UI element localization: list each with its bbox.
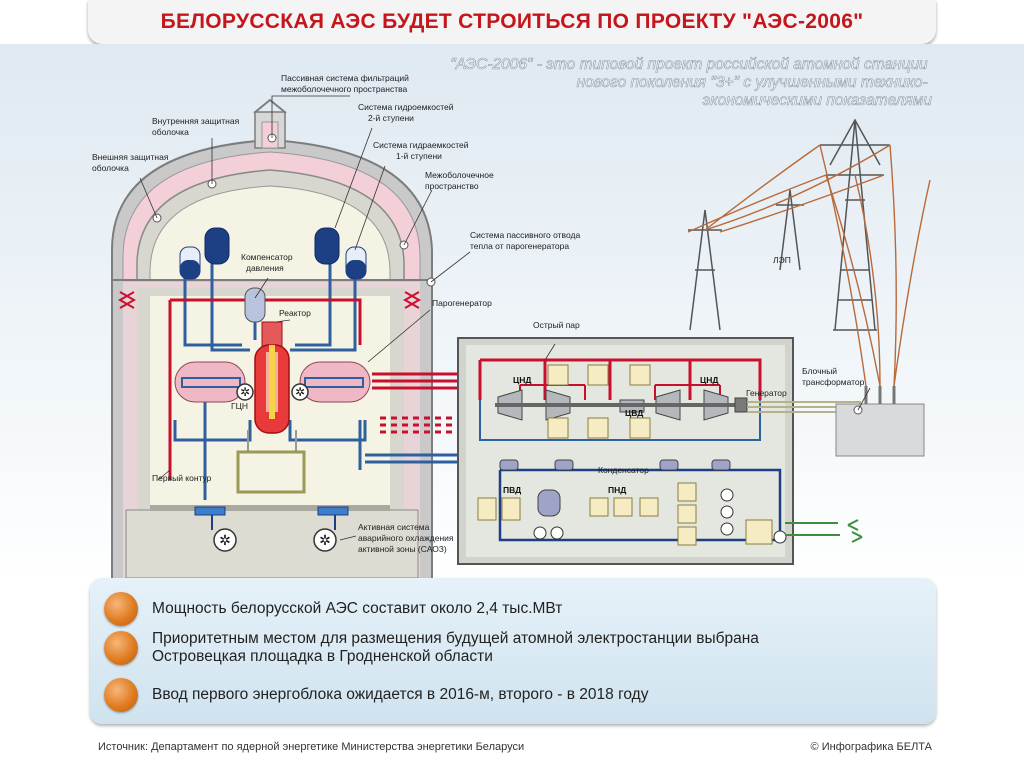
credit-note: © Инфографика БЕЛТА: [810, 741, 932, 753]
label-inner-shell: Внутренняя защитная оболочка: [152, 116, 242, 137]
intro-line-1: "АЭС-2006" - это типовой проект российск…: [450, 56, 928, 73]
intro-line-2: нового поколения "3+" с улучшенными техн…: [577, 74, 928, 91]
title-banner: БЕЛОРУССКАЯ АЭС БУДЕТ СТРОИТЬСЯ ПО ПРОЕК…: [88, 0, 936, 44]
label-passive-heat: Система пассивного отвода тепла от парог…: [470, 230, 583, 251]
plant-diagram-area: "АЭС-2006" - это типовой проект российск…: [0, 44, 1024, 584]
label-passive-filter: Пассивная система фильтраций межоболочеч…: [281, 73, 411, 94]
npp-diagram: "АЭС-2006" - это типовой проект российск…: [92, 56, 933, 581]
power-line-towers: [688, 118, 890, 331]
svg-text:✲: ✲: [295, 385, 305, 399]
diagram-labels: Пассивная система фильтраций межоболочеч…: [92, 73, 865, 554]
label-outer-shell: Внешняя защитная оболочка: [92, 152, 171, 173]
leader-lines: [139, 95, 871, 541]
label-condenser: Конденсатор: [598, 465, 649, 475]
label-emergency-cooling: Активная система аварийного охлаждения а…: [358, 522, 456, 554]
label-steam-generator: Парогенератор: [432, 298, 492, 308]
eccs-system: ✲ ✲: [194, 506, 349, 552]
fact-item: Ввод первого энергоблока ожидается в 201…: [104, 678, 648, 712]
label-primary-loop: Первый контур: [152, 473, 212, 483]
label-lpc-left: ЦНД: [513, 375, 531, 385]
steam-lines: [365, 372, 458, 464]
source-note: Источник: Департамент по ядерной энергет…: [98, 741, 525, 753]
facts-panel: Мощность белорусской АЭС составит около …: [90, 578, 936, 724]
orange-bullet-icon: [104, 631, 138, 665]
fact-text: Ввод первого энергоблока ожидается в 201…: [152, 686, 649, 703]
intro-line-3: экономическими показателями: [703, 92, 933, 109]
label-lpc-right: ЦНД: [700, 375, 718, 385]
label-hpc: ЦВД: [625, 408, 643, 418]
label-gcn: ГЦН: [231, 401, 248, 411]
svg-text:✲: ✲: [219, 533, 231, 549]
label-power-line: ЛЭП: [773, 255, 791, 265]
label-hydro-1: Система гидраемкостей 1-й ступени: [373, 140, 471, 161]
fact-item: Приоритетным местом для размещения будущ…: [104, 630, 759, 666]
main-circulation-pumps: ✲ ✲: [236, 383, 309, 401]
svg-text:✲: ✲: [240, 385, 250, 399]
svg-text:✲: ✲: [319, 533, 331, 549]
fact-text: Мощность белорусской АЭС составит около …: [152, 600, 563, 617]
fact-item: Мощность белорусской АЭС составит около …: [104, 592, 562, 626]
label-interspace: Межоболочечное пространство: [425, 170, 496, 191]
label-reactor: Реактор: [279, 308, 311, 318]
label-hph: ПВД: [503, 485, 521, 495]
label-pressurizer: Компенсатор давления: [241, 252, 295, 273]
fact-text: Приоритетным местом для размещения будущ…: [152, 630, 759, 665]
label-generator: Генератор: [746, 388, 787, 398]
turbine-hall: [457, 337, 794, 565]
label-hydro-2: Система гидроемкостей 2-й ступени: [358, 102, 456, 123]
hydro-accumulators: [179, 227, 367, 280]
block-transformer: [835, 386, 925, 457]
orange-bullet-icon: [104, 678, 138, 712]
pressurizer: [244, 287, 266, 323]
label-transformer: Блочный трансформатор: [802, 366, 865, 387]
orange-bullet-icon: [104, 592, 138, 626]
label-lph: ПНД: [608, 485, 626, 495]
page-title: БЕЛОРУССКАЯ АЭС БУДЕТ СТРОИТЬСЯ ПО ПРОЕК…: [160, 10, 864, 33]
reactor-vessel: [236, 321, 306, 494]
label-live-steam: Острый пар: [533, 320, 580, 330]
steam-generators: [174, 361, 371, 403]
power-line-wires: [687, 144, 931, 387]
svg-text:"АЭС-2006" - это типовой проек: "АЭС-2006" - это типовой проект российск…: [450, 56, 932, 109]
